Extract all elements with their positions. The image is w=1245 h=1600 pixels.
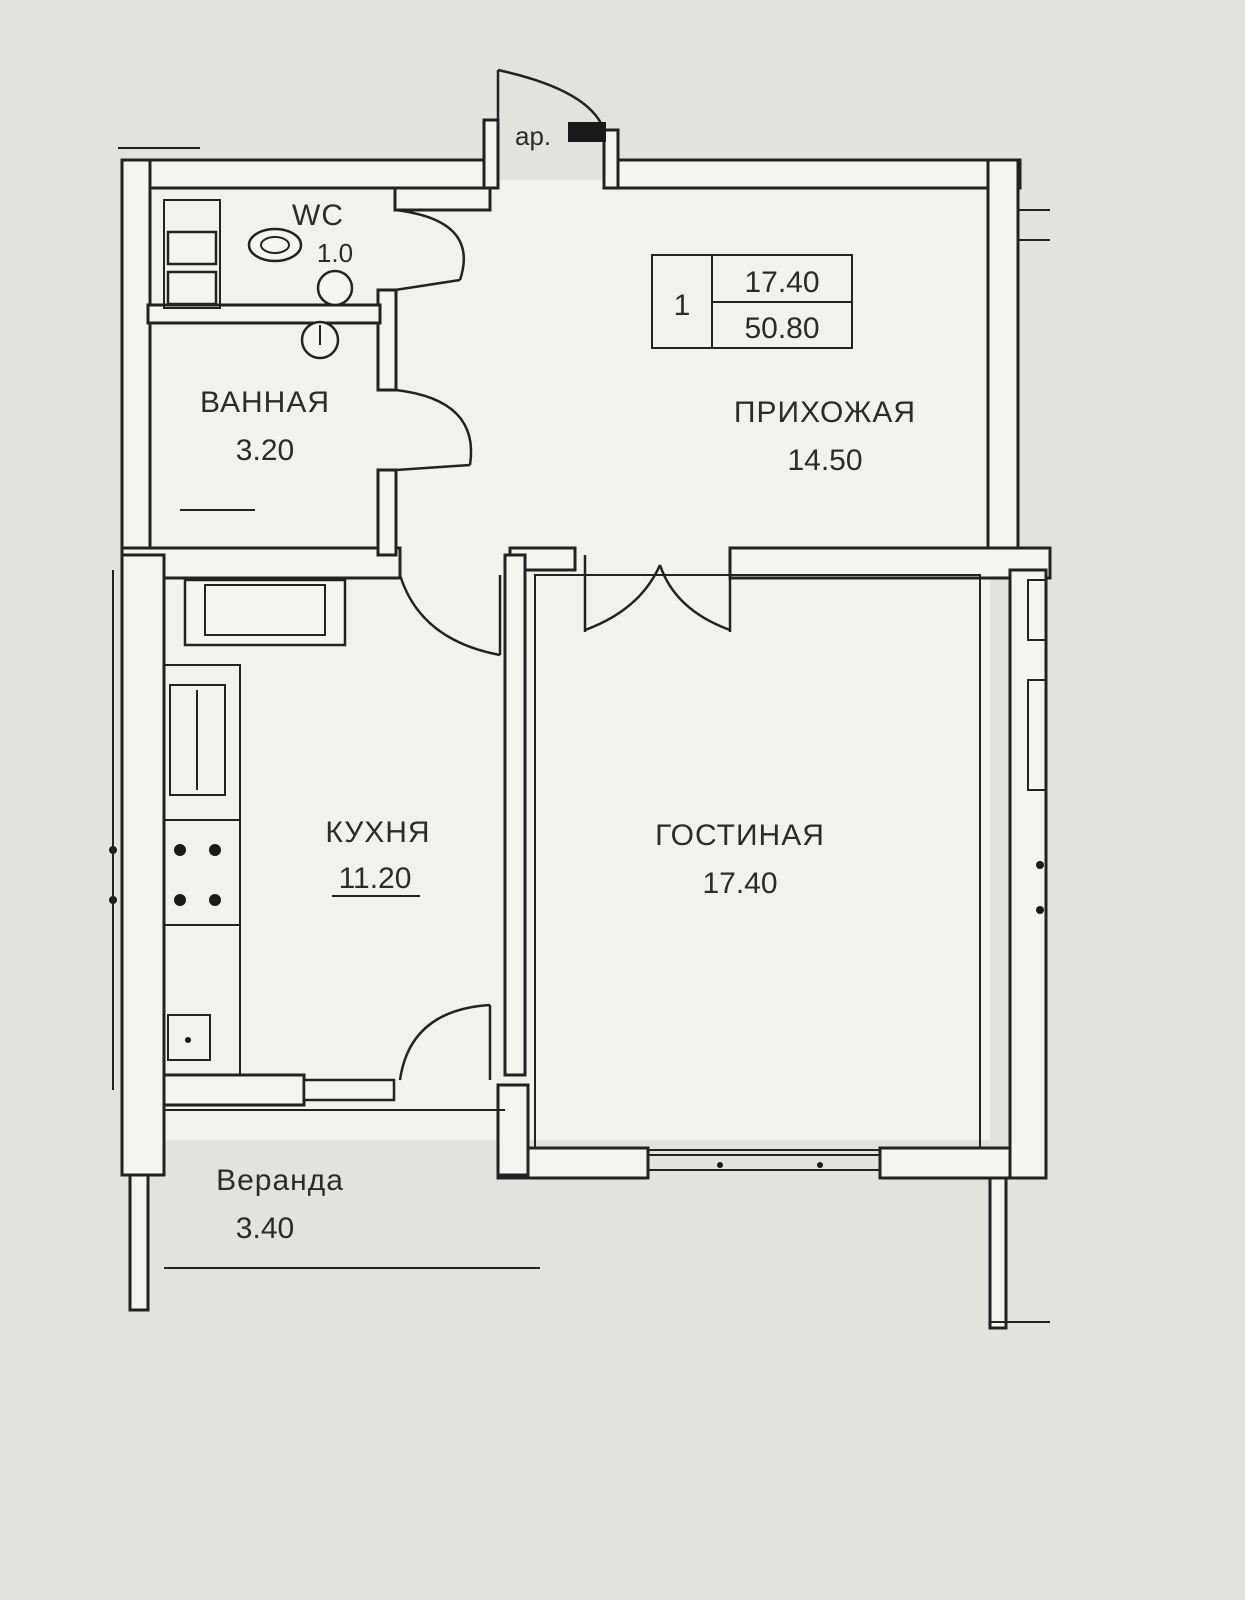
toilet-icon bbox=[247, 227, 303, 263]
veranda-left-rail bbox=[128, 1173, 150, 1312]
wall-wc-bath bbox=[146, 303, 382, 325]
wall-right-lower bbox=[1008, 568, 1048, 1180]
stove-burner-icon-4 bbox=[209, 894, 221, 906]
walls bbox=[118, 118, 1052, 1330]
wc-label: WC bbox=[292, 199, 344, 232]
living-balcony-rail bbox=[988, 1176, 1008, 1330]
wall-kitchen-living bbox=[503, 553, 527, 1077]
wc-niche bbox=[163, 199, 221, 309]
stove-burner-icon-1 bbox=[174, 844, 186, 856]
wc-area: 1.0 bbox=[317, 238, 353, 268]
living-double-door-left bbox=[584, 564, 662, 632]
summary-rooms: 1 bbox=[674, 289, 691, 322]
veranda-label: Веранда bbox=[216, 1164, 344, 1197]
kitchen-counter bbox=[163, 664, 241, 1076]
stove-burner-icon-2 bbox=[209, 844, 221, 856]
kitchen-fridge bbox=[167, 1014, 211, 1061]
doors bbox=[394, 68, 732, 1081]
right-radiator-mark-2 bbox=[1036, 906, 1044, 914]
bathroom-area: 3.20 bbox=[236, 434, 294, 467]
veranda-area: 3.40 bbox=[236, 1212, 294, 1245]
wc-door-leaf bbox=[394, 278, 461, 292]
wall-entrance-right-jamb bbox=[602, 128, 620, 190]
fridge-dot bbox=[185, 1037, 191, 1043]
fixtures bbox=[109, 199, 1047, 1168]
kitchen-sink-box bbox=[169, 684, 226, 796]
bathroom-label: ВАННАЯ bbox=[200, 386, 330, 419]
entrance-door-arc bbox=[497, 68, 606, 131]
wc-sink-icon bbox=[316, 269, 354, 307]
hallway-area: 14.50 bbox=[787, 444, 862, 477]
wall-middle-right-2 bbox=[728, 546, 1052, 580]
wall-living-left-stub bbox=[496, 1083, 530, 1177]
wall-living-bottom-right bbox=[878, 1146, 1022, 1180]
wall-left-lower bbox=[120, 553, 166, 1177]
toilet-bowl-inner bbox=[260, 236, 290, 254]
wall-bath-partition bbox=[376, 288, 398, 392]
right-window-2 bbox=[1027, 679, 1047, 791]
wc-door-arc bbox=[394, 208, 465, 281]
wc-cabinet-1 bbox=[166, 230, 218, 266]
kitchen-window bbox=[302, 1078, 396, 1102]
wc-cabinet-2 bbox=[166, 270, 218, 306]
bath-door-arc bbox=[395, 388, 473, 466]
bath-door-leaf bbox=[395, 463, 471, 472]
entrance-label: ар. bbox=[515, 121, 551, 151]
entrance-marker-icon bbox=[568, 122, 606, 142]
wall-bath-partition-low bbox=[376, 468, 398, 557]
kitchen-vent-inner bbox=[204, 584, 326, 636]
summary-total-area: 50.80 bbox=[744, 312, 819, 345]
plan-floor bbox=[140, 180, 990, 1140]
right-radiator-mark-1 bbox=[1036, 861, 1044, 869]
wall-wc-top bbox=[393, 186, 492, 212]
living-room-label: ГОСТИНАЯ bbox=[655, 819, 825, 852]
living-window-mark-2 bbox=[817, 1162, 823, 1168]
living-double-door-right bbox=[658, 564, 731, 632]
summary-box: 1 17.40 50.80 bbox=[651, 254, 853, 349]
wall-top-right bbox=[608, 158, 1022, 190]
wall-entrance-left-jamb bbox=[482, 118, 500, 190]
wall-left-upper bbox=[120, 158, 152, 557]
hallway-label: ПРИХОЖАЯ bbox=[734, 396, 916, 429]
kitchen-label: КУХНЯ bbox=[325, 816, 430, 849]
living-window-mark-1 bbox=[717, 1162, 723, 1168]
right-window-1 bbox=[1027, 579, 1047, 641]
veranda-door-arc bbox=[398, 1003, 491, 1081]
kitchen-door-arc bbox=[398, 574, 501, 657]
kitchen-area: 11.20 bbox=[339, 862, 412, 895]
summary-living-area: 17.40 bbox=[744, 266, 819, 299]
living-room-area: 17.40 bbox=[702, 867, 777, 900]
wall-kitchen-bottom bbox=[162, 1073, 306, 1107]
wall-top-left bbox=[120, 158, 494, 190]
living-room-outline bbox=[534, 574, 981, 1151]
stove-burner-icon-3 bbox=[174, 894, 186, 906]
wall-right-upper bbox=[986, 158, 1020, 557]
